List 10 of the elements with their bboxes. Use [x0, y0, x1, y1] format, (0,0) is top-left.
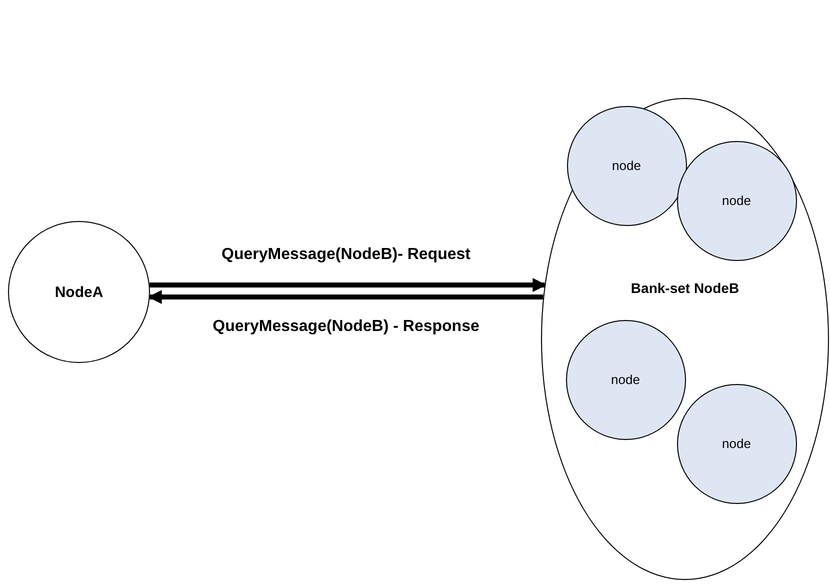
node-label: node: [612, 158, 641, 173]
edge-label: QueryMessage(NodeB)- Request: [222, 246, 470, 264]
node-label: NodeA: [54, 284, 104, 300]
node-label: node: [722, 193, 751, 208]
node-label: node: [611, 372, 640, 387]
edge-label: QueryMessage(NodeB) - Response: [212, 318, 480, 336]
arrow: [150, 278, 547, 292]
node-label: node: [722, 436, 751, 451]
group-label: Bank-set NodeB: [630, 280, 740, 296]
arrow: [148, 290, 544, 304]
